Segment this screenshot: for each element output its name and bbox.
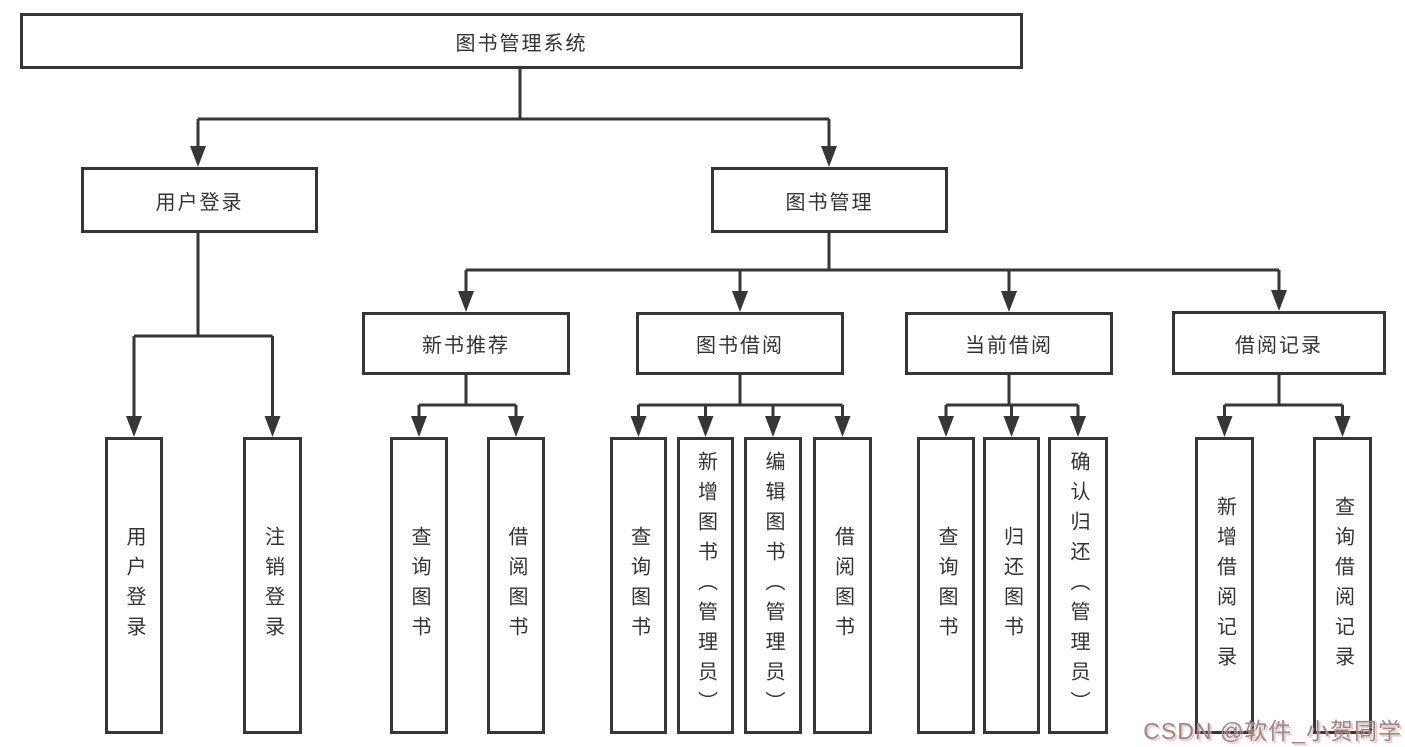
node-book-management: 图书管理 <box>711 167 948 233</box>
node-login: 用户登录 <box>105 437 163 734</box>
arrowhead-icon <box>1070 416 1086 437</box>
node-current-query-books: 查询图书 <box>917 437 975 734</box>
node-add-books-admin: 新增图书（管理员） <box>677 437 734 734</box>
node-add-borrow-record: 新增借阅记录 <box>1195 437 1254 734</box>
arrowhead-icon <box>1334 416 1351 437</box>
arrowhead-icon <box>1271 290 1287 311</box>
arrowhead-icon <box>732 291 748 312</box>
node-borrow-records: 借阅记录 <box>1172 311 1386 375</box>
arrowhead-icon <box>126 416 142 437</box>
arrowhead-icon <box>411 416 427 437</box>
node-borrow-books: 借阅图书 <box>813 437 872 734</box>
node-library-system: 图书管理系统 <box>20 13 1023 69</box>
node-label: 新增借阅记录 <box>1213 495 1236 676</box>
node-label: 借阅图书 <box>831 525 854 646</box>
node-logout: 注销登录 <box>243 437 302 734</box>
node-label: 查询图书 <box>408 525 430 646</box>
arrowhead-icon <box>765 416 781 437</box>
node-edit-books-admin: 编辑图书（管理员） <box>744 437 802 734</box>
node-label: 确认归还（管理员） <box>1067 450 1089 721</box>
node-recommend-query-books: 查询图书 <box>390 437 448 734</box>
node-label: 借阅图书 <box>505 525 527 646</box>
node-label: 图书管理 <box>785 191 874 214</box>
node-recommend-borrow-books: 借阅图书 <box>487 437 545 734</box>
node-label: 借阅记录 <box>1235 334 1323 357</box>
node-label: 查询图书 <box>935 525 957 646</box>
node-new-book-recommend: 新书推荐 <box>362 312 570 375</box>
node-label: 注销登录 <box>261 525 284 646</box>
arrowhead-icon <box>264 416 281 437</box>
arrowhead-icon <box>834 416 851 437</box>
node-label: 当前借阅 <box>965 335 1053 357</box>
node-label: 用户登录 <box>123 525 145 646</box>
arrowhead-icon <box>1001 291 1017 312</box>
node-book-borrow: 图书借阅 <box>636 312 844 375</box>
node-borrow-query-books: 查询图书 <box>610 437 667 734</box>
arrowhead-icon <box>1003 416 1020 437</box>
node-label: 图书管理系统 <box>455 32 588 55</box>
node-user-login: 用户登录 <box>81 167 318 233</box>
arrowhead-icon <box>508 416 524 437</box>
node-confirm-return-admin: 确认归还（管理员） <box>1048 437 1108 734</box>
node-label: 查询借阅记录 <box>1331 495 1354 676</box>
arrowhead-icon <box>630 416 647 437</box>
arrowhead-icon <box>697 416 714 437</box>
node-label: 新增图书（管理员） <box>694 450 717 721</box>
node-label: 归还图书 <box>1000 525 1023 646</box>
node-label: 查询图书 <box>627 525 650 646</box>
arrowhead-icon <box>1216 416 1233 437</box>
node-current-borrow: 当前借阅 <box>905 312 1113 375</box>
arrowhead-icon <box>458 291 474 312</box>
node-query-borrow-record: 查询借阅记录 <box>1313 437 1372 734</box>
arrowhead-icon <box>190 146 206 167</box>
node-label: 新书推荐 <box>422 335 510 357</box>
node-return-books: 归还图书 <box>983 437 1040 734</box>
node-label: 编辑图书（管理员） <box>762 450 784 721</box>
arrowhead-icon <box>938 416 954 437</box>
arrowhead-icon <box>821 146 837 167</box>
node-label: 图书借阅 <box>696 335 784 357</box>
node-label: 用户登录 <box>155 191 244 214</box>
csdn-watermark: CSDN @软件_小贺同学 <box>1143 718 1402 744</box>
